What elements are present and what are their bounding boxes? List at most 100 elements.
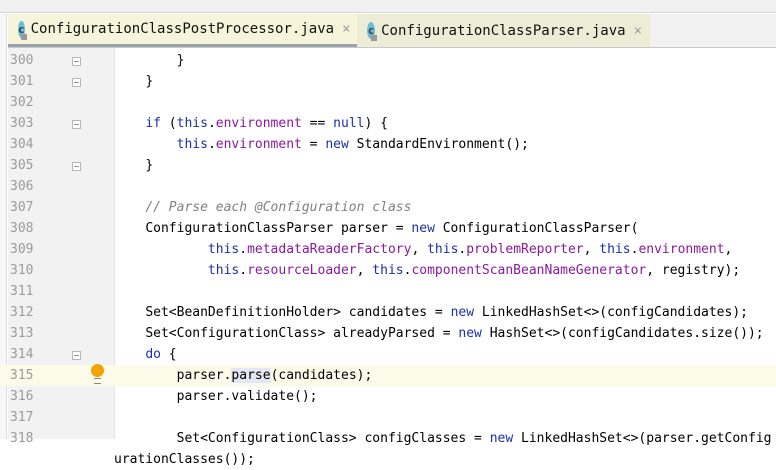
code-token xyxy=(114,200,145,215)
close-icon[interactable]: × xyxy=(633,22,642,39)
code-token xyxy=(114,263,208,278)
code-token: { xyxy=(160,347,177,362)
c-class-icon: c xyxy=(367,22,378,41)
code-token: == xyxy=(301,116,334,131)
fold-marker-icon[interactable] xyxy=(72,351,81,360)
field: resourceLoader xyxy=(247,263,357,278)
code-line[interactable]: 315 parser.parse(candidates); xyxy=(0,365,776,386)
code-line[interactable]: 310 this.resourceLoader, this.componentS… xyxy=(0,260,776,281)
lightbulb-base xyxy=(94,378,101,384)
code-text: this.environment = new StandardEnvironme… xyxy=(114,134,776,155)
code-token: (candidates); xyxy=(270,368,373,383)
code-token: ConfigurationClassParser( xyxy=(434,221,639,236)
keyword: this xyxy=(176,116,208,131)
field: problemReporter xyxy=(466,242,584,257)
line-number: 300 xyxy=(10,53,34,68)
code-token: } xyxy=(114,53,185,68)
code-token: } xyxy=(114,74,154,89)
navigation-bar xyxy=(0,0,776,13)
code-text: // Parse each @Configuration class xyxy=(114,197,776,218)
code-token: parser.validate(); xyxy=(114,389,318,404)
code-token: ) { xyxy=(364,116,388,131)
line-number: 304 xyxy=(10,137,34,152)
field: environment xyxy=(215,137,302,152)
code-token xyxy=(114,137,177,152)
code-line[interactable]: 313 Set<ConfigurationClass> alreadyParse… xyxy=(0,323,776,344)
code-line[interactable]: 311 xyxy=(0,281,776,302)
code-text: this.resourceLoader, this.componentScanB… xyxy=(114,260,776,281)
line-number: 302 xyxy=(10,95,34,110)
code-token: ( xyxy=(160,116,177,131)
code-token: , xyxy=(356,263,373,278)
code-text: } xyxy=(114,155,776,176)
code-text: ConfigurationClassParser parser = new Co… xyxy=(114,218,776,239)
code-token: Set<ConfigurationClass> alreadyParsed = xyxy=(114,326,459,341)
code-token xyxy=(114,347,145,362)
line-number: 316 xyxy=(10,389,34,404)
code-text: this.metadataReaderFactory, this.problem… xyxy=(114,239,776,260)
code-line[interactable]: 302 xyxy=(0,92,776,113)
tab-label: ConfigurationClassParser.java xyxy=(381,22,626,39)
line-number: 308 xyxy=(10,221,34,236)
code-token xyxy=(114,242,208,257)
code-line[interactable]: 303 if (this.environment == null) { xyxy=(0,113,776,134)
line-number: 307 xyxy=(10,200,34,215)
code-line[interactable]: 317 xyxy=(0,407,776,428)
fold-marker-icon[interactable] xyxy=(72,120,81,129)
keyword: new xyxy=(450,305,475,320)
keyword: this xyxy=(599,242,631,257)
line-number: 301 xyxy=(10,74,34,89)
code-token: , xyxy=(411,242,428,257)
code-token: , xyxy=(583,242,600,257)
line-number: 311 xyxy=(10,284,34,299)
code-line[interactable]: 301 } xyxy=(0,71,776,92)
code-text: do { xyxy=(114,344,776,365)
fold-marker-icon[interactable] xyxy=(72,57,81,66)
code-text: if (this.environment == null) { xyxy=(114,113,776,134)
code-line[interactable]: 300 } xyxy=(0,50,776,71)
field: componentScanBeanNameGenerator xyxy=(411,263,647,278)
code-token: . xyxy=(239,242,248,257)
keyword: new xyxy=(325,137,349,152)
code-line[interactable]: 309 this.metadataReaderFactory, this.pro… xyxy=(0,239,776,260)
keyword: this xyxy=(207,263,240,278)
code-text: parser.parse(candidates); xyxy=(114,365,776,386)
code-token: . xyxy=(458,242,467,257)
code-token: . xyxy=(630,242,639,257)
code-text: parser.validate(); xyxy=(114,386,776,407)
line-number: 317 xyxy=(10,410,34,425)
field: environment xyxy=(215,116,302,131)
code-token: Set<BeanDefinitionHolder> candidates = xyxy=(114,305,451,320)
keyword: new xyxy=(411,221,435,236)
line-number: 305 xyxy=(10,158,34,173)
code-token: , registry); xyxy=(646,263,741,278)
line-number: 313 xyxy=(10,326,34,341)
keyword: this xyxy=(176,137,208,152)
close-icon[interactable]: × xyxy=(342,21,351,37)
fold-marker-icon[interactable] xyxy=(72,162,81,171)
fold-marker-icon[interactable] xyxy=(72,78,81,87)
code-text: Set<BeanDefinitionHolder> candidates = n… xyxy=(114,302,776,323)
lightbulb-icon[interactable] xyxy=(91,364,104,377)
code-text: Set<ConfigurationClass> alreadyParsed = … xyxy=(114,323,776,344)
code-token: HashSet<>(configCandidates.size()); xyxy=(481,326,764,341)
tab-configuration-class-parser[interactable]: c ConfigurationClassParser.java × xyxy=(357,14,650,47)
code-line[interactable]: 308 ConfigurationClassParser parser = ne… xyxy=(0,218,776,239)
code-token xyxy=(114,116,145,131)
code-line[interactable]: 307 // Parse each @Configuration class xyxy=(0,197,776,218)
code-token: . xyxy=(207,137,216,152)
code-line[interactable]: 316 parser.validate(); xyxy=(0,386,776,407)
code-token: , xyxy=(724,242,733,257)
code-token: parser. xyxy=(114,368,232,383)
code-line[interactable]: 314 do { xyxy=(0,344,776,365)
line-number: 315 xyxy=(10,368,34,383)
line-number: 312 xyxy=(10,305,34,320)
comment: // Parse each @Configuration class xyxy=(145,200,412,215)
code-line[interactable]: 305 } xyxy=(0,155,776,176)
code-line[interactable]: 306 xyxy=(0,176,776,197)
tab-configuration-class-post-processor[interactable]: c ConfigurationClassPostProcessor.java × xyxy=(8,14,357,47)
code-token: . xyxy=(207,116,216,131)
code-line[interactable]: 312 Set<BeanDefinitionHolder> candidates… xyxy=(0,302,776,323)
code-line[interactable]: 304 this.environment = new StandardEnvir… xyxy=(0,134,776,155)
line-number: 303 xyxy=(10,116,34,131)
